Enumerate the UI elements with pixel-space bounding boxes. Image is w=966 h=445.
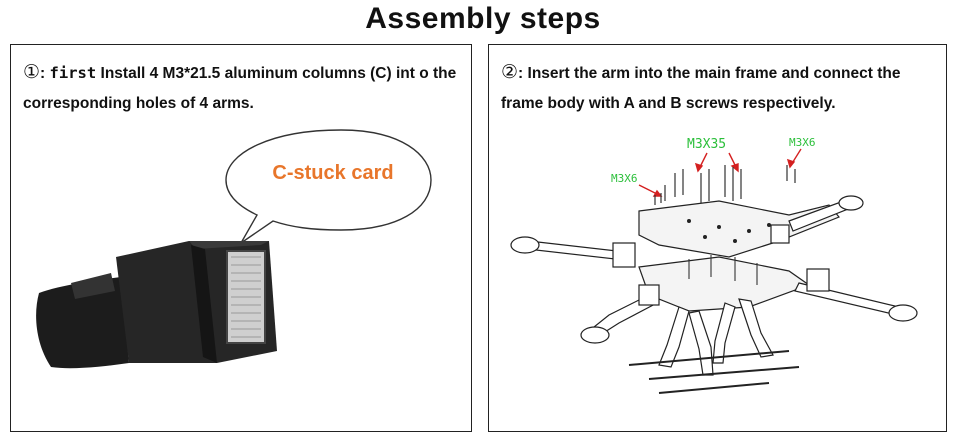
motor-mount-right xyxy=(888,304,918,322)
standoffs xyxy=(688,255,758,285)
step-1-lead: first xyxy=(49,64,97,82)
top-plate-holes xyxy=(687,219,771,243)
step-2-panel: ②: Insert the arm into the main frame an… xyxy=(488,44,947,432)
motor-mount-upper-right xyxy=(838,195,864,211)
step-1-text: Install 4 M3*21.5 aluminum columns (C) i… xyxy=(23,65,457,112)
step-1-panel: ①: first Install 4 M3*21.5 aluminum colu… xyxy=(10,44,472,432)
callout-label: C-stuck card xyxy=(272,162,393,184)
label-screw-center: M3X35 xyxy=(687,137,726,152)
step-1-illustration: C-stuck card xyxy=(36,129,432,369)
arm-clip-right xyxy=(806,268,830,292)
step-1-number: ① xyxy=(23,61,41,83)
main-plate xyxy=(638,256,811,312)
step-2-illustration: M3X6 M3X35 M3X6 xyxy=(510,136,918,394)
arm-left xyxy=(526,240,618,260)
label-screw-left: M3X6 xyxy=(611,172,638,185)
callout-bubble: C-stuck card xyxy=(225,129,432,244)
motor-mount-left xyxy=(510,236,540,254)
step-1-colon: : xyxy=(40,65,46,82)
step-2-text: : Insert the arm into the main frame and… xyxy=(501,65,901,112)
top-plate xyxy=(638,200,840,258)
label-arrows xyxy=(638,148,802,197)
step-2-number: ② xyxy=(501,61,519,83)
arm-clip-part xyxy=(36,241,277,369)
step-1-instruction: ①: first Install 4 M3*21.5 aluminum colu… xyxy=(23,57,461,119)
page-title: Assembly steps xyxy=(365,2,601,35)
arm-clip-lower-left xyxy=(638,284,660,306)
landing-gear xyxy=(628,298,800,394)
screws xyxy=(654,165,796,205)
motor-mount-lower-left xyxy=(580,326,610,344)
step-2-instruction: ②: Insert the arm into the main frame an… xyxy=(501,57,936,119)
label-screw-right: M3X6 xyxy=(789,136,816,149)
arm-clip-left xyxy=(612,242,636,268)
arm-clip-upper-right xyxy=(770,224,790,244)
